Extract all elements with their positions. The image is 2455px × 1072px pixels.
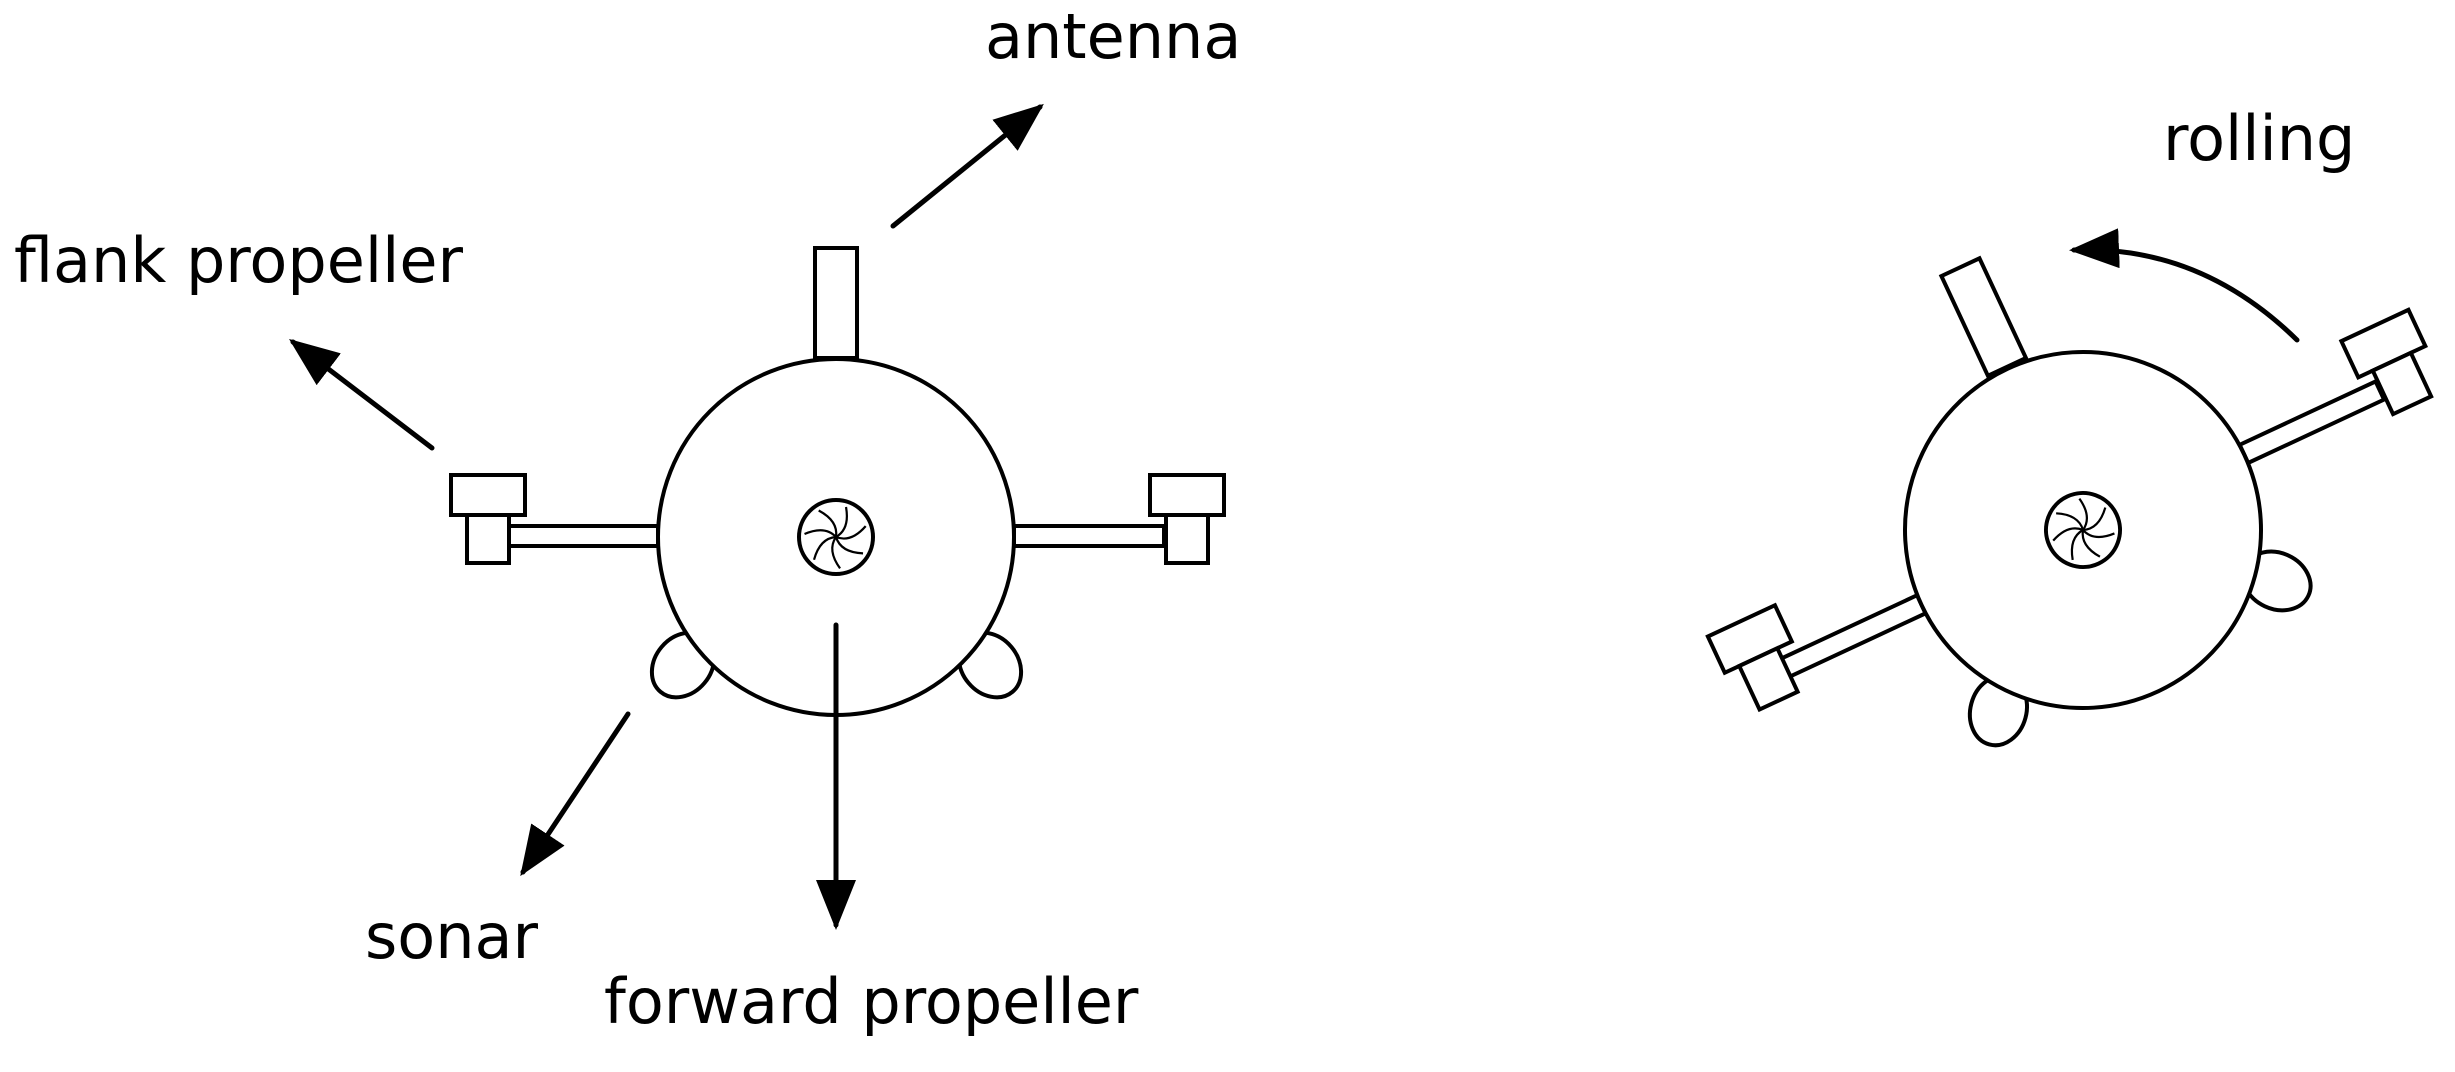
vehicle-upright [449, 246, 1226, 717]
left-arm [506, 524, 660, 548]
rolled-right-flank-propeller-assembly [2237, 307, 2434, 466]
right-flank-propeller-housing [1148, 473, 1226, 517]
label-rolling: rolling [2163, 102, 2355, 175]
rolled-antenna-mast [1938, 255, 2029, 379]
label-sonar: sonar [365, 900, 539, 973]
antenna-arrow [890, 103, 1044, 229]
vehicle-rolled [1705, 255, 2434, 748]
flank-propeller-arrow [289, 338, 435, 451]
label-antenna: antenna [985, 0, 1241, 73]
left-flank-propeller-base [465, 513, 511, 565]
right-flank-propeller-base [1164, 513, 1210, 565]
label-flank-propeller: flank propeller [14, 224, 463, 297]
sonar-arrow [520, 711, 631, 877]
rolling-arrow [2069, 228, 2300, 343]
left-flank-propeller-housing [449, 473, 527, 517]
rolled-forward-propeller-icon [2044, 491, 2122, 569]
right-flank-propeller-assembly [1012, 473, 1226, 565]
antenna-mast [813, 246, 859, 360]
left-flank-propeller-assembly [449, 473, 660, 565]
right-arm [1012, 524, 1166, 548]
rolled-left-flank-propeller-assembly [1705, 592, 1929, 713]
label-forward-propeller: forward propeller [604, 965, 1139, 1038]
forward-propeller-icon [797, 498, 875, 576]
